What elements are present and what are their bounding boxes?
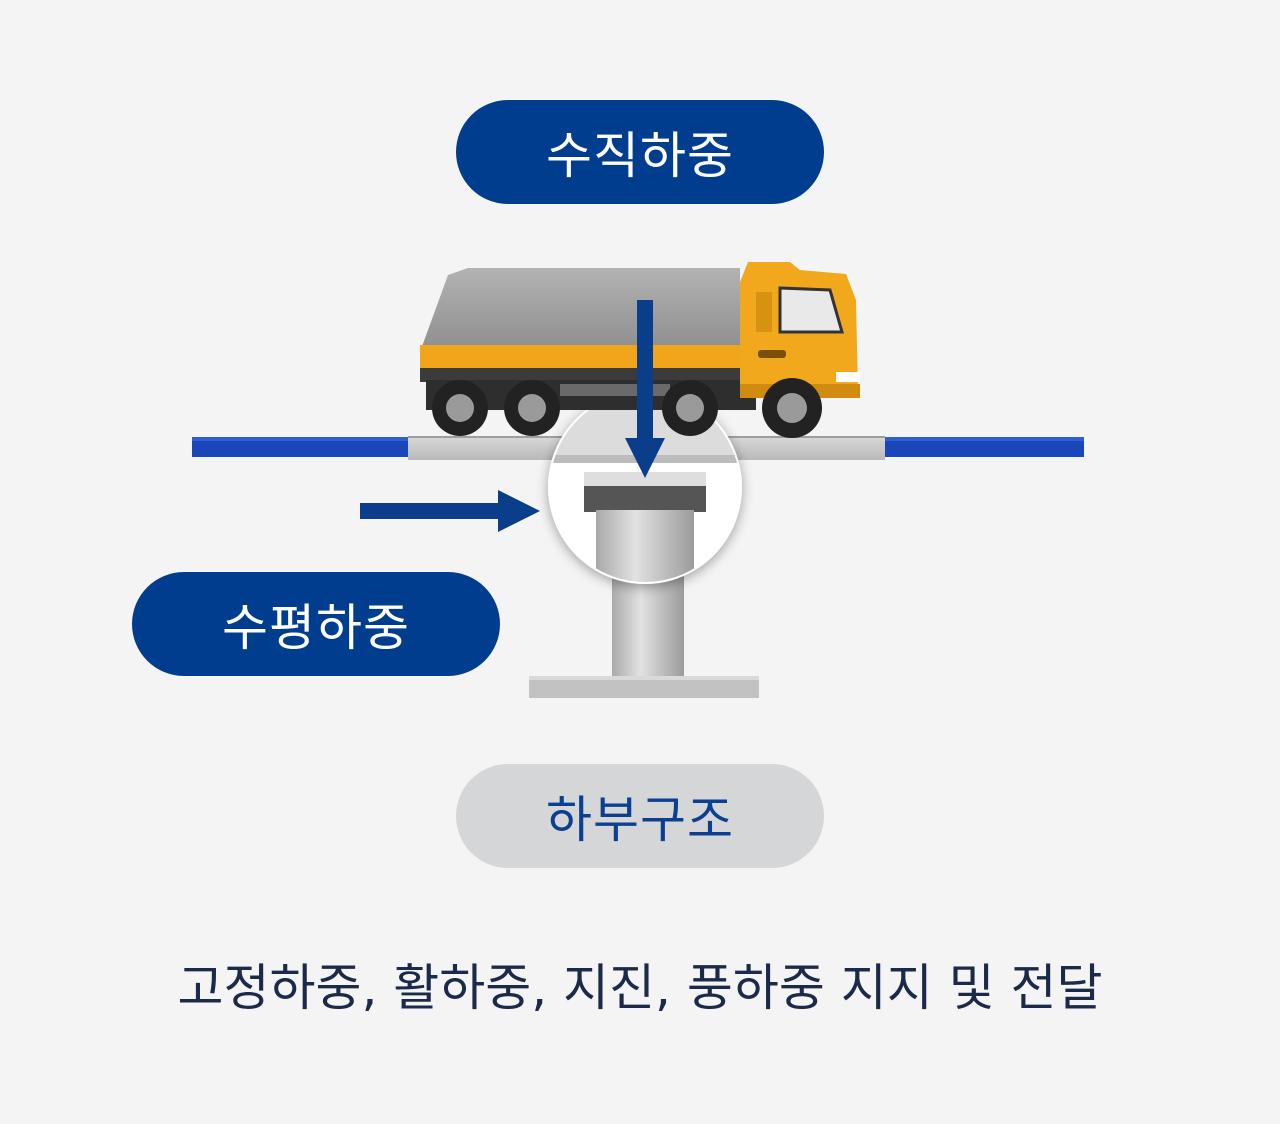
substructure-label: 하부구조 (456, 764, 824, 868)
truck-wheels (432, 378, 822, 438)
vertical-load-label: 수직하중 (456, 100, 824, 204)
horizontal-load-label: 수평하중 (132, 572, 500, 676)
caption: 고정하중, 활하중, 지진, 풍하중 지지 및 전달 (177, 959, 1103, 1017)
truck-icon (420, 262, 860, 438)
horizontal-arrow-icon (360, 490, 540, 532)
vertical-arrow-icon (625, 300, 665, 478)
